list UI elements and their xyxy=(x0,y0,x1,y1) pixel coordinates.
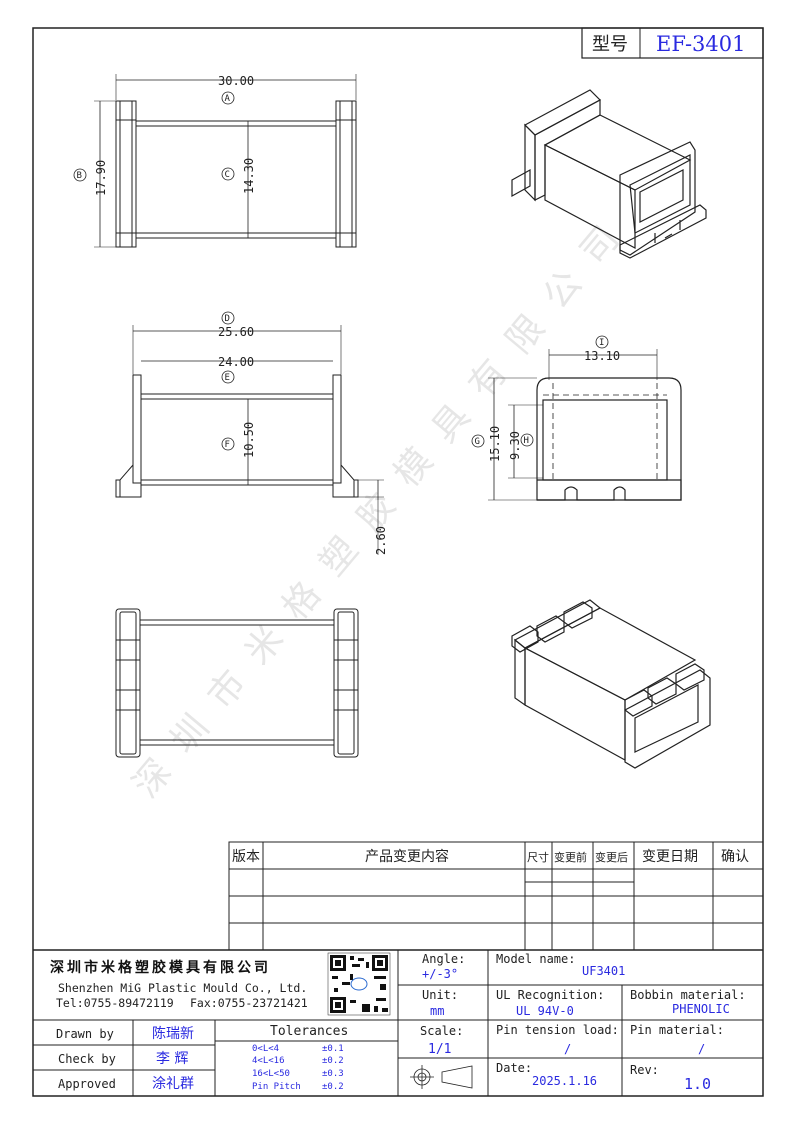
company-name-cn: 深圳市米格塑胶模具有限公司 xyxy=(50,959,271,976)
model-name-value: UF3401 xyxy=(582,964,625,978)
tolerance-range: Pin Pitch xyxy=(252,1082,301,1092)
dim-e-label: E xyxy=(225,373,230,383)
tolerances-title: Tolerances xyxy=(270,1024,348,1039)
dim-i-value: 13.10 xyxy=(584,349,620,363)
revision-headers: 版本 产品变更内容 尺寸 变更前 变更后 变更日期 确认 xyxy=(232,848,749,865)
side-view xyxy=(115,374,359,498)
dim-b-label: B xyxy=(77,171,82,181)
watermark: 深圳市米格塑胶模具有限公司 xyxy=(125,202,641,806)
dim-d-label: D xyxy=(225,314,230,324)
dim-d: 25.60 D xyxy=(132,311,342,375)
dim-g-value: 15.10 xyxy=(488,426,502,462)
company-name-en: Shenzhen MiG Plastic Mould Co., Ltd. xyxy=(58,981,307,995)
unit-value: mm xyxy=(430,1004,444,1018)
dim-f-value: 10.50 xyxy=(242,422,256,458)
drawn-by-label: Drawn by xyxy=(56,1027,114,1041)
iso-view-1 xyxy=(511,89,707,259)
model-name-label: Model name: xyxy=(496,952,575,966)
type-label: 型号 xyxy=(592,34,628,55)
scale-label: Scale: xyxy=(420,1024,463,1038)
rev-header-content: 产品变更内容 xyxy=(365,848,449,865)
tolerance-value: ±0.1 xyxy=(322,1044,344,1054)
rev-header-size: 尺寸 xyxy=(527,850,549,864)
bottom-view xyxy=(115,608,359,758)
projection-symbol xyxy=(410,1065,473,1089)
dim-f-label: F xyxy=(225,440,230,450)
bobbin-label: Bobbin material: xyxy=(630,988,746,1002)
angle-label: Angle: xyxy=(422,952,465,966)
dim-i: 13.10 I xyxy=(548,335,658,380)
dim-c: 14.30 C xyxy=(221,121,256,238)
rev-header-after: 变更后 xyxy=(595,850,628,864)
dim-b: 17.90 B xyxy=(73,100,116,248)
tolerances-list: 0<L<4 ±0.1 4<L<16 ±0.2 16<L<50 ±0.3 Pin … xyxy=(252,1044,344,1092)
dim-a-label: A xyxy=(225,94,231,104)
dim-pin-value: 2.60 xyxy=(374,526,388,555)
model-code: EF-3401 xyxy=(656,32,746,56)
tolerance-range: 4<L<16 xyxy=(252,1056,285,1066)
dim-a: 30.00 A xyxy=(115,74,357,105)
front-view xyxy=(536,377,682,501)
approved-label: Approved xyxy=(58,1077,116,1091)
tolerance-value: ±0.2 xyxy=(322,1082,344,1092)
tolerance-range: 16<L<50 xyxy=(252,1069,290,1079)
model-header: 型号 EF-3401 xyxy=(581,27,764,59)
tolerance-value: ±0.3 xyxy=(322,1069,344,1079)
check-by-label: Check by xyxy=(58,1052,116,1066)
rev-label: Rev: xyxy=(630,1063,659,1077)
scale-value: 1/1 xyxy=(428,1042,451,1057)
pin-tension-value: / xyxy=(564,1042,571,1056)
sheet-border xyxy=(32,27,764,1097)
date-label: Date: xyxy=(496,1061,532,1075)
tolerance-value: ±0.2 xyxy=(322,1056,344,1066)
unit-label: Unit: xyxy=(422,988,458,1002)
title-block-grid xyxy=(33,949,763,1096)
watermark-text: 深圳市米格塑胶模具有限公司 xyxy=(125,202,641,806)
dim-h-value: 9.30 xyxy=(508,431,522,460)
dim-i-label: I xyxy=(599,338,604,348)
dim-e-value: 24.00 xyxy=(218,355,254,369)
drawn-by-value: 陈瑞新 xyxy=(152,1025,194,1042)
top-view xyxy=(115,100,357,248)
rev-header-before: 变更前 xyxy=(554,850,587,864)
rev-header-confirm: 确认 xyxy=(721,849,749,865)
ul-value: UL 94V-0 xyxy=(516,1004,574,1018)
angle-value: +/-3° xyxy=(422,967,458,981)
ul-label: UL Recognition: xyxy=(496,988,604,1002)
dim-f: 10.50 F xyxy=(221,399,256,485)
rev-value: 1.0 xyxy=(684,1075,711,1093)
company-tel: Tel:0755-89472119 xyxy=(56,996,174,1010)
dim-h-label: H xyxy=(524,436,529,446)
approved-value: 涂礼群 xyxy=(152,1076,194,1092)
pin-material-value: / xyxy=(698,1042,705,1056)
company-fax: Fax:0755-23721421 xyxy=(190,996,308,1010)
bobbin-value: PHENOLIC xyxy=(672,1002,730,1016)
dim-e: 24.00 E xyxy=(141,355,333,384)
dim-g: 15.10 G xyxy=(471,377,537,501)
dim-c-value: 14.30 xyxy=(242,158,256,194)
check-by-value: 李 辉 xyxy=(156,1051,188,1067)
pin-tension-label: Pin tension load: xyxy=(496,1023,619,1037)
iso-view-2 xyxy=(511,599,711,769)
rev-header-date: 变更日期 xyxy=(642,849,698,865)
date-value: 2025.1.16 xyxy=(532,1074,597,1088)
dim-c-label: C xyxy=(225,170,230,180)
dim-g-label: G xyxy=(475,437,480,447)
dim-pin: 2.60 xyxy=(358,479,388,555)
qr-code xyxy=(327,952,391,1016)
tolerance-range: 0<L<4 xyxy=(252,1044,279,1054)
dim-a-value: 30.00 xyxy=(218,74,254,88)
rev-header-version: 版本 xyxy=(232,849,260,865)
dim-b-value: 17.90 xyxy=(94,160,108,196)
dim-d-value: 25.60 xyxy=(218,325,254,339)
dim-h: 9.30 H xyxy=(508,404,543,479)
pin-material-label: Pin material: xyxy=(630,1023,724,1037)
